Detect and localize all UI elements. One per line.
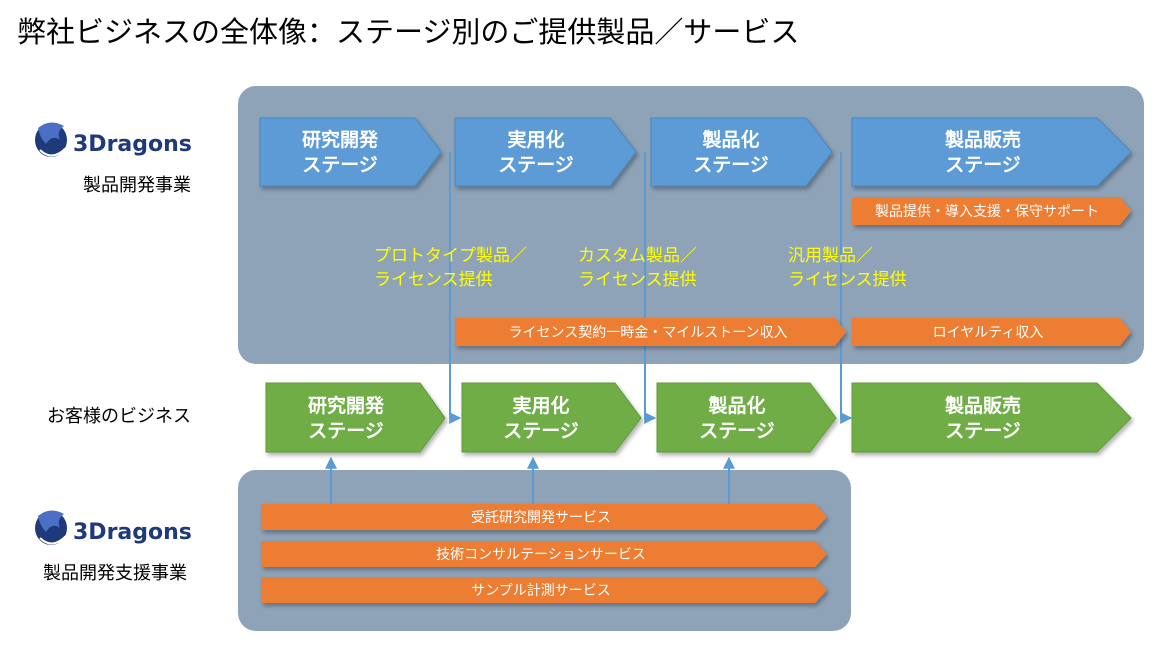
dev-support-label: 製品開発支援事業 [43,563,187,584]
dragon-icon [35,510,67,545]
royalty-bar [852,318,1131,346]
customer-stage-practical-arrow [461,382,642,453]
customer-stage-4-line2: ステージ [945,420,1021,442]
connector-product-to-sales [840,152,853,424]
top-stage-3-line2: ステージ [693,154,769,176]
customer-stage-2-line2: ステージ [503,420,579,442]
service-bar-1 [261,504,827,530]
customer-stage-4-line1: 製品販売 [944,394,1021,417]
logo-text: 3Dragons [73,132,192,157]
service-3-label: サンプル計測サービス [471,583,611,599]
top-stage-research-arrow [259,117,442,187]
top-stage-1-line2: ステージ [302,154,378,176]
product-dev-label: 製品開発事業 [83,175,191,196]
offering-2-line1: カスタム製品／ [578,246,697,266]
service-1-label: 受託研究開発サービス [471,510,611,526]
offering-2-line2: ライセンス提供 [578,270,697,290]
top-stage-practical-arrow [454,117,637,187]
offering-1-line2: ライセンス提供 [374,270,493,290]
offering-3-line1: 汎用製品／ [788,246,873,266]
top-stage-sales-arrow [851,117,1132,187]
customer-stage-1-line2: ステージ [308,420,384,442]
customer-stage-sales-arrow [851,382,1132,453]
top-stage-4-line1: 製品販売 [944,128,1021,151]
top-stage-2-line1: 実用化 [507,128,564,151]
royalty-label: ロイヤルティ収入 [933,325,1044,341]
top-logo: 3Dragons [35,122,192,157]
support-bar-label: 製品提供・導入支援・保守サポート [875,204,1099,220]
customer-stage-2-line1: 実用化 [512,394,569,417]
top-stage-4-line2: ステージ [945,154,1021,176]
connector-practical-to-product [644,152,657,424]
service-2-label: 技術コンサルテーションサービス [436,547,646,563]
customer-stage-3-line2: ステージ [699,420,775,442]
customer-business-label: お客様のビジネス [47,406,191,427]
customer-stage-1-line1: 研究開発 [308,394,385,417]
top-stage-2-line2: ステージ [498,154,574,176]
customer-stage-product-arrow [656,382,837,453]
page-title: 弊社ビジネスの全体像：ステージ別のご提供製品／サービス [17,15,799,49]
service-bar-2 [261,541,827,567]
bottom-logo: 3Dragons [35,510,192,545]
license-income-bar [455,318,846,346]
customer-stage-3-line1: 製品化 [707,394,765,417]
logo-text: 3Dragons [73,520,192,545]
connector-research-to-practical [449,152,462,424]
dragon-icon [35,122,67,157]
support-bar [852,197,1131,225]
offering-3-line2: ライセンス提供 [788,270,907,290]
top-stage-product-arrow [650,117,833,187]
customer-stage-research-arrow [265,382,446,453]
service-bar-3 [261,577,827,603]
offering-1-line1: プロトタイプ製品／ [374,246,527,266]
top-stage-3-line1: 製品化 [701,128,759,151]
top-stage-1-line1: 研究開発 [302,128,379,151]
license-income-label: ライセンス契約一時金・マイルストーン収入 [508,325,787,341]
